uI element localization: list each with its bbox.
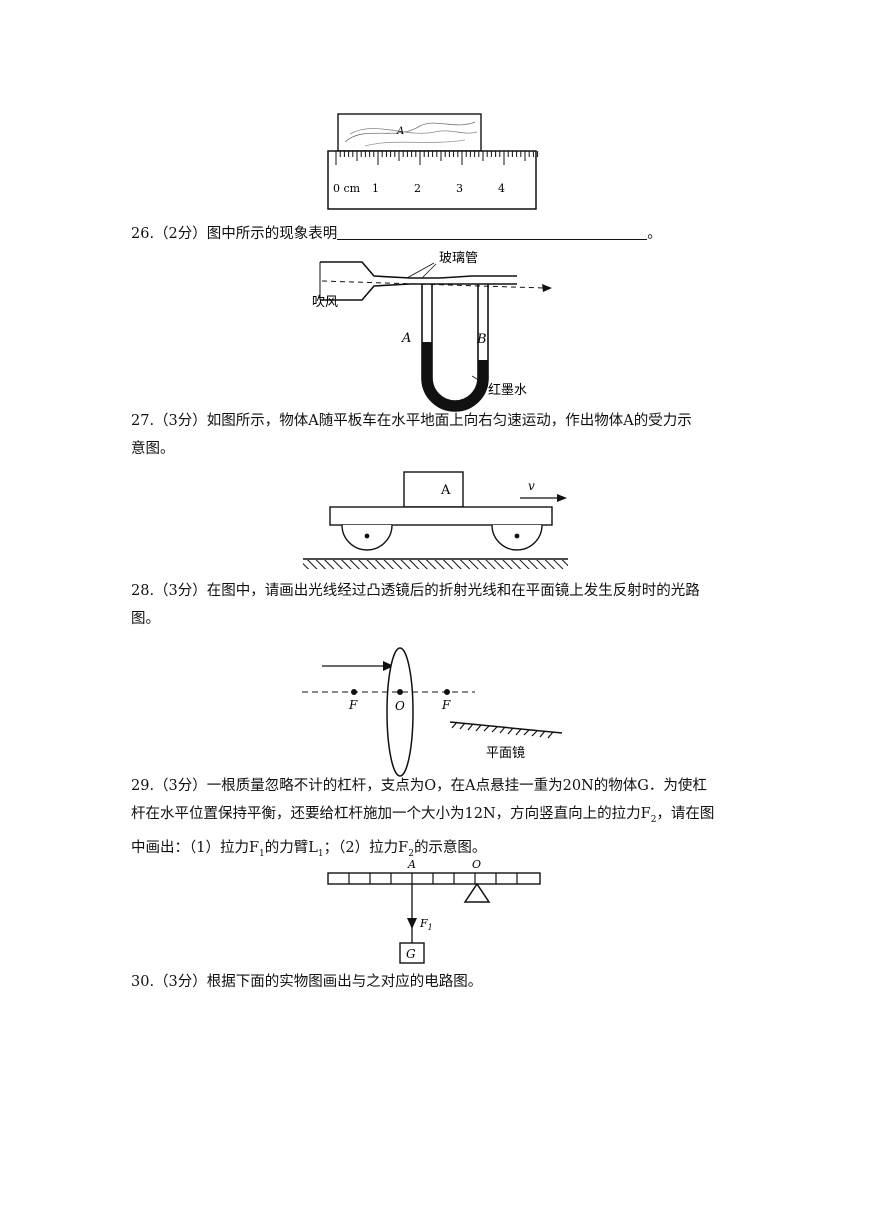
mirror-hatching [451,721,554,739]
subscript: 1 [259,848,265,859]
red-ink-label: 红墨水 [488,382,527,398]
subscript: 1 [317,848,324,859]
ruler-tick-4: 4 [498,182,505,195]
subscript: 2 [650,814,657,825]
question-30-text: 30.（3分）根据下面的实物图画出与之对应的电路图。 [131,974,483,990]
question-29-line3c: ；（2）拉力F [323,839,409,856]
weight-g-label: G [406,947,416,961]
question-26-end: 。 [647,226,662,242]
question-29-line2a: 杆在水平位置保持平衡，还要给杠杆施加一个大小为12N，方向竖直向上的拉力F [131,806,651,822]
ruler-figure: A 0 cm 1 2 3 4 [327,113,539,210]
question-29-line3d: 的示意图。 [413,839,487,856]
tube-a-label: A [401,331,411,346]
question-29: 29.（3分）一根质量忽略不计的杠杆，支点为O，在A点悬挂一重为20N的物体G．… [131,772,741,868]
cart-figure: A v [303,471,568,569]
focus-left-label: F [348,698,358,712]
question-29-line1: 29.（3分）一根质量忽略不计的杠杆，支点为O，在A点悬挂一重为20N的物体G．… [131,778,707,794]
force-f1-label: F1 [419,917,433,932]
ruler-tick-2: 2 [414,182,421,195]
plane-mirror [449,721,563,734]
question-30: 30.（3分）根据下面的实物图画出与之对应的电路图。 [131,968,741,996]
question-29-line3a: 中画出：（1）拉力F [131,839,260,856]
venturi-tube-figure: 玻璃管 吹风 A B 红墨水 [312,251,552,412]
lever-bar [327,872,541,885]
question-27: 27.（3分）如图所示，物体A随平板车在水平地面上向右匀速运动，作出物体A的受力… [131,407,741,463]
focus-right-label: F [441,698,451,712]
question-26: 26.（2分）图中所示的现象表明 。 [131,220,741,248]
point-a-label: A [407,858,416,871]
subscript: 2 [408,848,414,859]
tube-b-label: B [476,332,487,347]
mirror-label: 平面镜 [486,746,525,761]
wind-label: 吹风 [312,295,338,310]
question-27-line2: 意图。 [131,441,175,457]
question-29-line2b: ，请在图 [656,806,715,822]
lever-segments [348,873,518,884]
velocity-label: v [528,479,535,493]
ruler-tick-3: 3 [456,182,463,195]
lens-center-label: O [395,699,405,713]
answer-blank-26[interactable] [337,223,648,240]
block-label: A [396,126,404,137]
ruler-ticks [335,151,539,165]
lever-figure: A O F1 G [327,858,541,964]
pivot-label: O [472,858,481,871]
question-26-text: 26.（2分）图中所示的现象表明 [131,226,338,242]
question-28-line2: 图。 [131,611,160,627]
convex-lens [386,647,414,777]
lens-mirror-figure: F O F 平面镜 [302,647,563,777]
ruler-unit: 0 cm [333,182,361,195]
question-27-line1: 27.（3分）如图所示，物体A随平板车在水平地面上向右匀速运动，作出物体A的受力… [131,413,692,429]
ruler [327,150,537,210]
cart-board [329,506,553,526]
object-a [403,471,464,508]
object-a-label: A [440,483,451,498]
ground-hatching [303,560,568,569]
fulcrum [463,882,491,903]
question-28-line1: 28.（3分）在图中，请画出光线经过凸透镜后的折射光线和在平面镜上发生反射时的光… [131,583,700,599]
ruler-tick-1: 1 [372,182,379,195]
question-29-line3b: 的力臂L [264,839,318,856]
glass-tube-label: 玻璃管 [439,251,478,266]
weight-g [399,942,425,964]
question-28: 28.（3分）在图中，请画出光线经过凸透镜后的折射光线和在平面镜上发生反射时的光… [131,577,741,633]
